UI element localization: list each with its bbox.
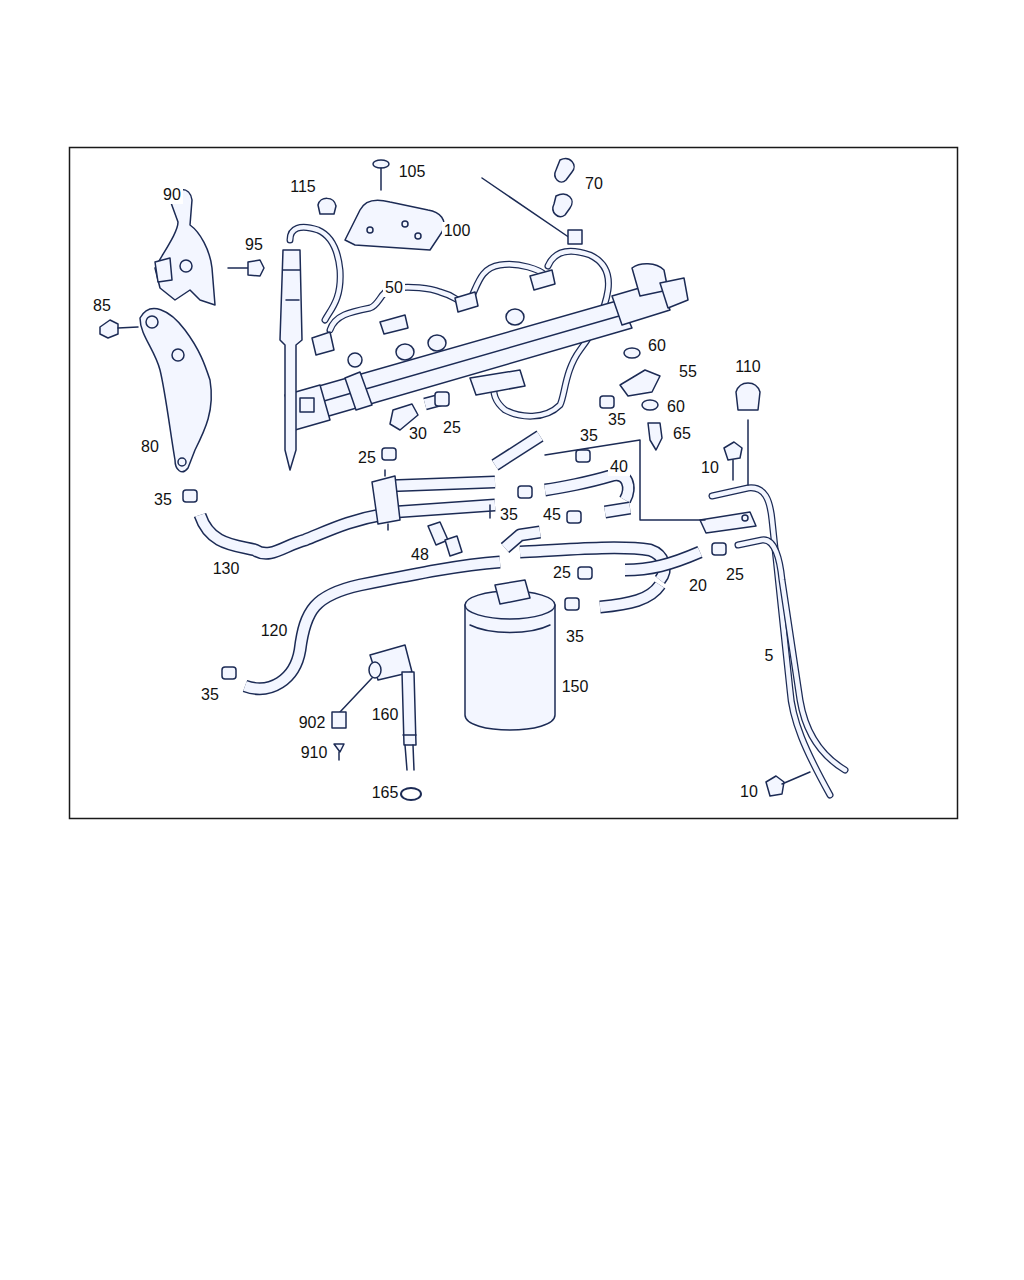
callout-number: 35	[564, 628, 586, 646]
callout-number: 902	[297, 714, 328, 732]
callout-number: 160	[370, 706, 401, 724]
callout-number: 35	[498, 506, 520, 524]
callout-number: 5	[763, 647, 776, 665]
callout-number: 45	[541, 506, 563, 524]
callout-number: 35	[578, 427, 600, 445]
callout-number: 80	[139, 438, 161, 456]
callout-number: 150	[560, 678, 591, 696]
callout-number: 95	[243, 236, 265, 254]
callout-number: 70	[583, 175, 605, 193]
callout-number: 115	[288, 178, 318, 196]
callout-number: 25	[551, 564, 573, 582]
callout-number: 40	[608, 458, 630, 476]
callout-number: 20	[687, 577, 709, 595]
callout-number: 85	[91, 297, 113, 315]
callout-number: 10	[738, 783, 760, 801]
callout-number: 100	[442, 222, 473, 240]
callout-number: 60	[646, 337, 668, 355]
callout-number: 25	[356, 449, 378, 467]
callout-number: 35	[606, 411, 628, 429]
callout-number: 90	[161, 186, 183, 204]
callout-number: 120	[259, 622, 290, 640]
callout-number: 30	[407, 425, 429, 443]
callout-number: 110	[733, 358, 763, 376]
callout-number: 165	[370, 784, 401, 802]
callout-number: 60	[665, 398, 687, 416]
callout-number: 910	[299, 744, 330, 762]
callout-number: 35	[199, 686, 221, 704]
callout-number: 48	[409, 546, 431, 564]
callout-number: 65	[671, 425, 693, 443]
callout-number: 25	[441, 419, 463, 437]
callout-number: 10	[699, 459, 721, 477]
callout-number: 50	[383, 279, 405, 297]
callout-number: 35	[152, 491, 174, 509]
callout-number: 130	[211, 560, 242, 578]
callout-number: 55	[677, 363, 699, 381]
callout-number: 105	[397, 163, 428, 181]
callout-number: 25	[724, 566, 746, 584]
